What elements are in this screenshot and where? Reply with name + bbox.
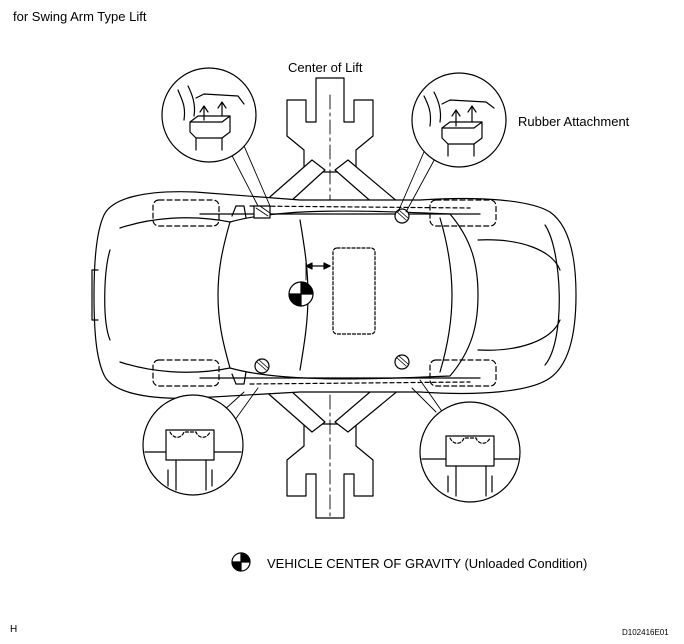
detail-circle-rear-bottom [419,401,521,503]
detail-circle-front-bottom [142,394,244,496]
lift-contact-points [253,205,410,374]
rubber-attachment-label: Rubber Attachment [518,114,630,129]
center-of-lift-label: Center of Lift [288,60,363,75]
detail-circle-rear-top [411,72,507,168]
lift-post [286,77,374,521]
detail-circle-front-top [161,67,257,163]
corner-letter: H [10,624,18,635]
diagram-title: for Swing Arm Type Lift [13,9,147,24]
illustration-code: D102416E01 [622,628,669,637]
cog-symbol-icon [231,552,251,572]
legend-text: VEHICLE CENTER OF GRAVITY (Unloaded Cond… [267,556,588,571]
center-of-gravity-marker [288,259,331,307]
vehicle-outline [91,191,577,399]
